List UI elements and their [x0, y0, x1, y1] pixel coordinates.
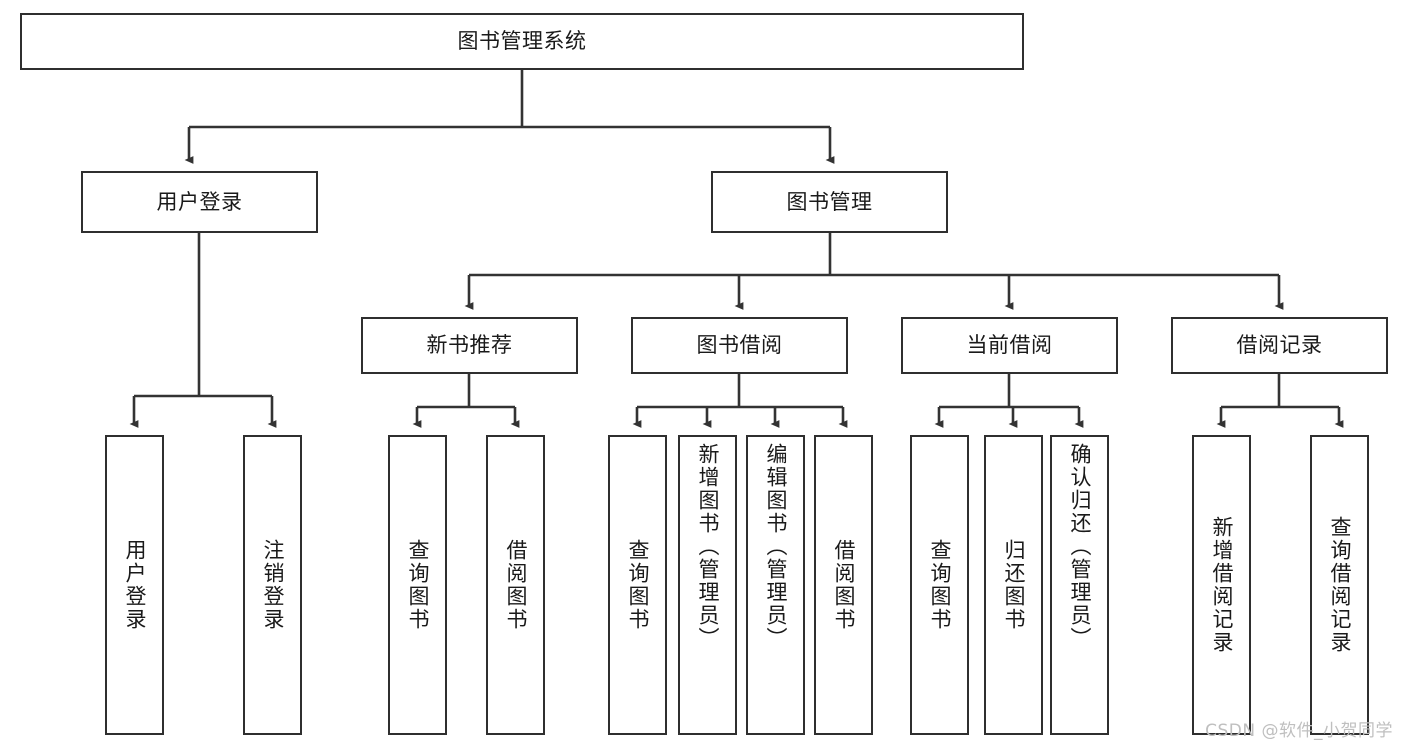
node-label: 查询图书	[406, 539, 430, 631]
node-label: 图书借阅	[696, 333, 783, 358]
node-book-management-system[interactable]: 图书管理系统	[20, 13, 1024, 70]
node-label: 新增图书（管理员）	[696, 443, 720, 650]
node-leaf-confirm-return-admin[interactable]: 确认归还（管理员）	[1050, 435, 1109, 735]
node-leaf-borrow-book-recommendation[interactable]: 借阅图书	[486, 435, 545, 735]
node-label: 编辑图书（管理员）	[764, 443, 788, 650]
node-label: 注销登录	[261, 539, 285, 631]
node-leaf-borrow-book-borrow[interactable]: 借阅图书	[814, 435, 873, 735]
node-leaf-query-borrow-record[interactable]: 查询借阅记录	[1310, 435, 1369, 735]
node-label: 借阅图书	[504, 539, 528, 631]
node-leaf-logout-login[interactable]: 注销登录	[243, 435, 302, 735]
node-leaf-query-book-borrow[interactable]: 查询图书	[608, 435, 667, 735]
node-label: 用户登录	[123, 539, 147, 631]
node-current-borrow[interactable]: 当前借阅	[901, 317, 1118, 374]
node-label: 查询图书	[626, 539, 650, 631]
node-label: 确认归还（管理员）	[1068, 443, 1092, 650]
node-leaf-return-book[interactable]: 归还图书	[984, 435, 1043, 735]
node-book-management[interactable]: 图书管理	[711, 171, 948, 233]
node-new-book-recommendation[interactable]: 新书推荐	[361, 317, 578, 374]
node-borrow-record[interactable]: 借阅记录	[1171, 317, 1388, 374]
node-book-borrow[interactable]: 图书借阅	[631, 317, 848, 374]
node-leaf-edit-book-admin[interactable]: 编辑图书（管理员）	[746, 435, 805, 735]
node-leaf-add-borrow-record[interactable]: 新增借阅记录	[1192, 435, 1251, 735]
node-label: 当前借阅	[966, 333, 1053, 358]
node-label: 查询图书	[928, 539, 952, 631]
node-label: 借阅图书	[832, 539, 856, 631]
node-label: 新增借阅记录	[1210, 516, 1234, 654]
node-label: 图书管理系统	[457, 29, 587, 54]
node-label: 用户登录	[156, 189, 243, 214]
node-leaf-query-book-recommendation[interactable]: 查询图书	[388, 435, 447, 735]
node-label: 查询借阅记录	[1328, 516, 1352, 654]
node-leaf-user-login[interactable]: 用户登录	[105, 435, 164, 735]
node-label: 新书推荐	[426, 333, 513, 358]
node-leaf-query-book-current[interactable]: 查询图书	[910, 435, 969, 735]
node-label: 归还图书	[1002, 539, 1026, 631]
node-user-login[interactable]: 用户登录	[81, 171, 318, 233]
node-leaf-add-book-admin[interactable]: 新增图书（管理员）	[678, 435, 737, 735]
node-label: 借阅记录	[1236, 333, 1323, 358]
node-label: 图书管理	[786, 189, 873, 214]
